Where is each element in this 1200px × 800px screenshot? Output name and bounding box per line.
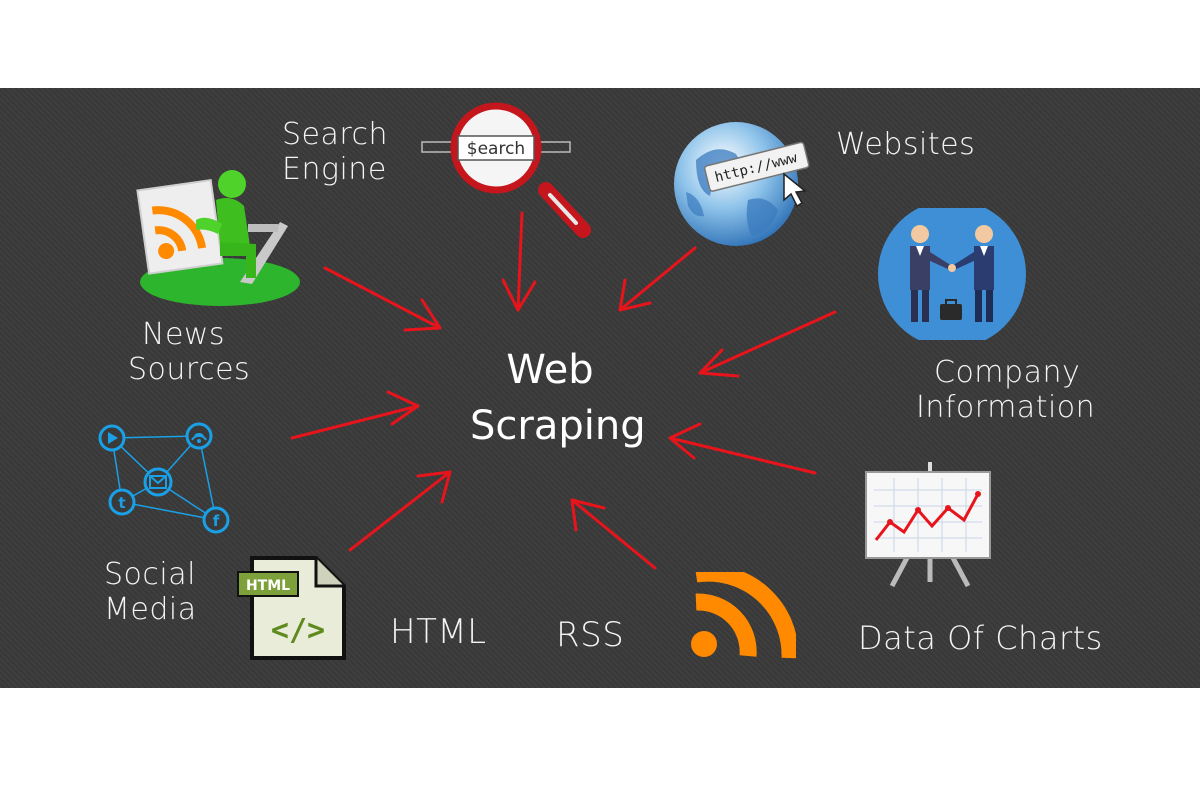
svg-text:t: t [118, 494, 125, 512]
html-code-text: </> [271, 613, 325, 648]
label-search-engine: Search Engine [282, 117, 389, 187]
html-file-icon: HTML </> [237, 556, 346, 660]
facebook-icon [202, 506, 230, 534]
label-company-information-line2: Information [916, 389, 1096, 425]
arrow-from-news-sources [323, 266, 442, 332]
tumblr-icon [108, 488, 136, 516]
label-websites: Websites [836, 127, 976, 162]
html-tag-text: HTML [246, 578, 290, 594]
chart-easel-icon [865, 462, 991, 588]
label-search-engine-line2: Engine [282, 151, 387, 187]
center-title-line1: Web [506, 347, 594, 393]
svg-text:f: f [213, 512, 220, 530]
label-social-media-line2: Media [104, 591, 197, 627]
globe-icon: http://www [674, 122, 810, 246]
center-title-line2: Scraping [470, 403, 646, 449]
label-news-sources-line1: News [142, 317, 226, 352]
label-company-information-line1: Company [934, 355, 1081, 390]
label-social-media: Social Media [104, 557, 197, 627]
label-news-sources: News Sources [128, 317, 251, 387]
label-rss: RSS [556, 615, 625, 655]
arrow-from-company-information [698, 310, 837, 378]
label-social-media-line1: Social [104, 557, 196, 592]
arrow-from-websites [618, 246, 697, 312]
center-title: Web Scraping [470, 342, 646, 454]
arrow-from-rss [570, 498, 657, 570]
business-handshake-icon [878, 208, 1026, 340]
search-box-text: $earch [467, 139, 525, 159]
label-news-sources-line2: Sources [128, 351, 251, 387]
arrow-from-social-media [290, 390, 420, 440]
label-search-engine-line1: Search [282, 117, 389, 152]
arrow-layer [290, 211, 837, 570]
label-data-of-charts: Data Of Charts [858, 619, 1103, 657]
diagram-background: Web Scraping Search Engine News Sources … [0, 88, 1200, 688]
social-network-icon: t f [98, 422, 230, 534]
search-magnifier-icon: $earch [421, 102, 591, 238]
arrow-from-data-of-charts [668, 422, 817, 475]
arrow-from-html [348, 470, 452, 552]
label-html: HTML [390, 612, 487, 652]
rss-icon [691, 572, 796, 659]
label-company-information: Company Information [916, 355, 1096, 425]
arrow-from-search-engine [501, 211, 537, 312]
reader-news-icon [136, 170, 300, 306]
